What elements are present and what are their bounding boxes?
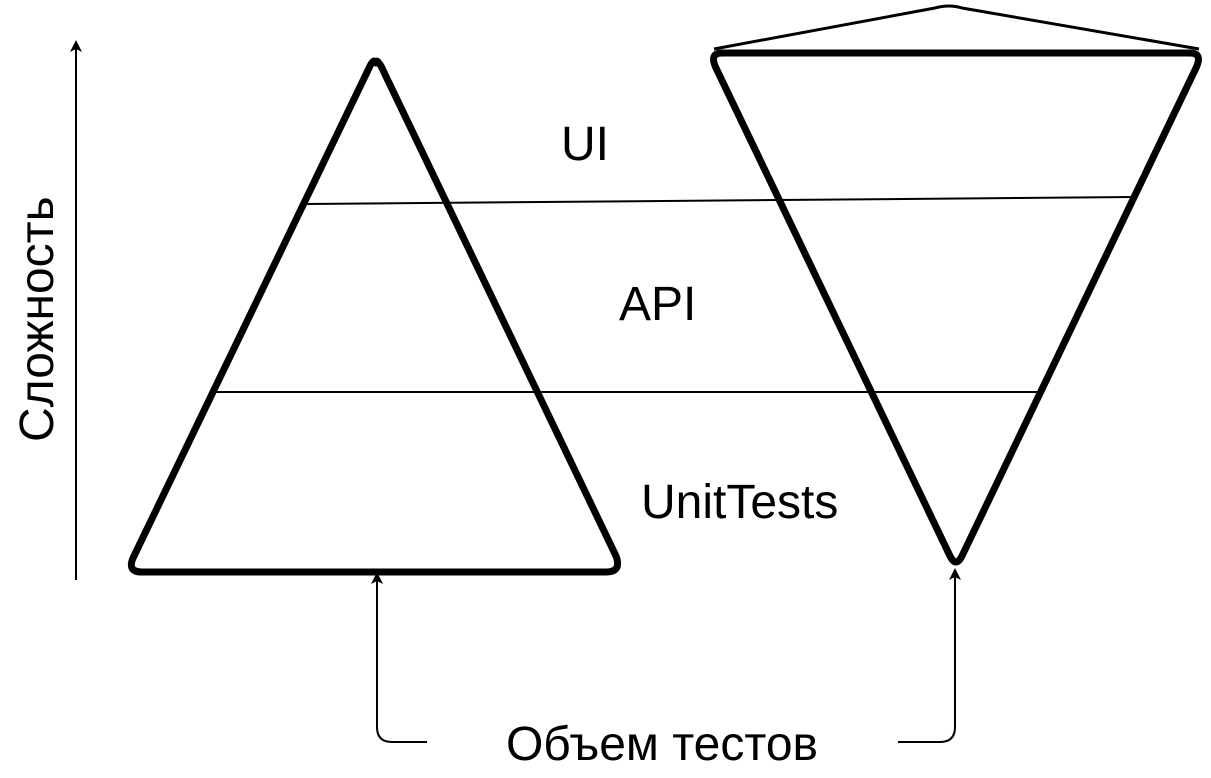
ice-cream-cone-triangle bbox=[710, 49, 1202, 566]
layer-label-ui: UI bbox=[561, 118, 609, 171]
ui-api-divider-line bbox=[305, 196, 1135, 205]
test-volume-arrow-right bbox=[898, 568, 961, 743]
layer-label-unit-tests: UnitTests bbox=[641, 476, 838, 529]
ice-cream-cone-cap bbox=[713, 4, 1200, 51]
complexity-axis-label: Сложность bbox=[11, 196, 64, 442]
pyramid-triangle bbox=[127, 57, 622, 576]
test-volume-label: Объем тестов bbox=[506, 718, 818, 771]
test-volume-arrow-left bbox=[371, 572, 427, 743]
layer-label-api: API bbox=[619, 278, 696, 331]
